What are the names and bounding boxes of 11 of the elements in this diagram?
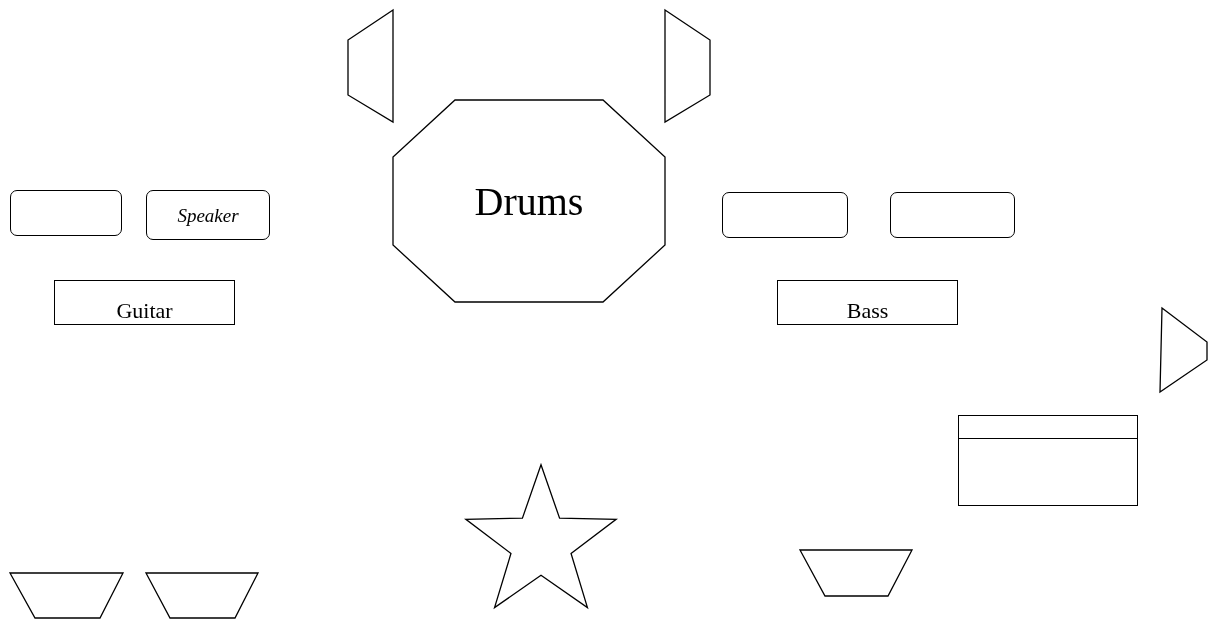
speaker-cabinet — [146, 190, 270, 240]
instrument-label: Guitar — [115, 299, 174, 324]
instrument-riser — [777, 280, 958, 325]
amp-box — [10, 190, 122, 236]
amp-box — [722, 192, 848, 238]
keyboard-box — [958, 415, 1138, 506]
instrument-label: Speaker — [176, 206, 240, 227]
amp-box — [890, 192, 1015, 238]
drums-label: Drums — [473, 180, 585, 224]
instrument-riser — [54, 280, 235, 325]
instrument-label: Bass — [845, 299, 890, 324]
